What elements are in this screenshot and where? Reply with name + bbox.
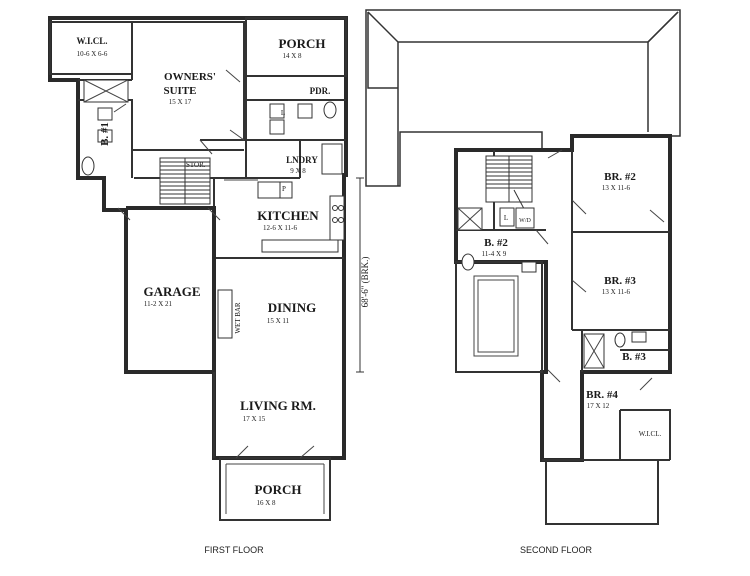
bath-1-label: B. #1 [99,122,111,146]
br3-label: BR. #3 [604,275,636,287]
kitchen-dim: 12-6 X 11-6 [263,224,297,232]
first-floor-doors [113,69,315,459]
wicl-label: W.I.CL. [77,36,108,46]
pantry-p-label: P [282,185,286,193]
laundry-pdr-fixtures [269,101,343,175]
dining-dim: 15 X 11 [267,317,290,325]
laundry-label: LNDRY [286,155,318,165]
front-porch-dim: 16 X 8 [256,499,276,507]
owners-suite-dim: 15 X 17 [169,98,192,106]
owners-suite-label-2: SUITE [163,85,196,97]
garage-dim: 11-2 X 21 [144,300,173,308]
kitchen-fixtures [224,179,345,253]
rear-porch-label: PORCH [279,36,326,51]
b2-label: B. #2 [484,237,508,249]
overall-dimension-line [356,177,364,373]
pdr-label: PDR. [310,86,331,96]
br2-dim: 13 X 11-6 [602,184,631,192]
wet-bar-label: WET BAR [234,302,242,334]
rear-porch-dim: 14 X 8 [282,52,302,60]
kitchen-label: KITCHEN [257,208,319,223]
second-floor-stairs [485,155,533,221]
front-porch-label: PORCH [255,482,302,497]
first-floor-stairs [159,157,211,205]
bath-1-fixtures [81,79,129,176]
living-room-dim: 17 X 15 [243,415,266,423]
b2-dim: 11-4 X 9 [482,250,507,258]
second-floor-labels: BR. #2 13 X 11-6 B. #2 11-4 X 9 L W/D BR… [482,171,662,555]
second-floor-caption: SECOND FLOOR [520,545,593,555]
bath-2-fixtures [457,207,537,273]
wet-bar-fixture [217,289,233,339]
second-floor-walls [454,134,672,525]
garage-label: GARAGE [143,284,200,299]
second-floor-doors [535,149,665,391]
owners-suite-label-1: OWNERS' [164,71,216,83]
wicl-2-label: W.I.CL. [639,430,662,438]
first-floor-plan [48,16,364,521]
linen-l-label: L [504,214,508,222]
storage-label: STOR. [186,161,206,169]
laundry-dim: 9 X 8 [290,167,306,175]
dining-label: DINING [268,300,316,315]
bath-3-fixtures [583,331,647,369]
second-floor-plan [365,9,681,525]
washer-dryer-label: W/D [519,218,531,224]
br4-label: BR. #4 [586,389,618,401]
br2-label: BR. #2 [604,171,636,183]
living-room-label: LIVING RM. [240,398,316,413]
overall-dimension-label: 68'-6" (BRK.) [360,257,370,308]
wicl-dim: 10-6 X 6-6 [77,50,108,58]
laundry-l-label: L [281,109,285,117]
br3-dim: 13 X 11-6 [602,288,631,296]
first-floor-caption: FIRST FLOOR [204,545,264,555]
first-floor-labels: W.I.CL. 10-6 X 6-6 OWNERS' SUITE 15 X 17… [77,36,370,555]
b3-label: B. #3 [622,351,646,363]
br4-dim: 17 X 12 [587,402,610,410]
